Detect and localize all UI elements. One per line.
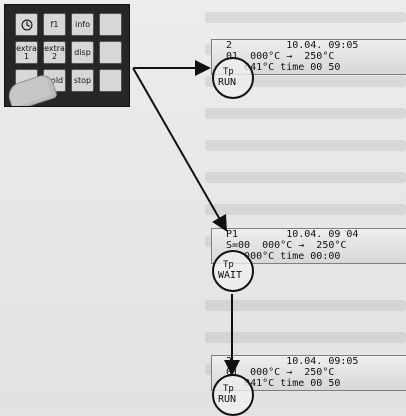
status-top-label: Tp (223, 67, 234, 77)
status-circle-run-final: Tp RUN (212, 374, 254, 416)
status-top-label: Tp (223, 384, 234, 394)
status-circle-run: Tp RUN (212, 57, 254, 99)
status-circle-wait: Tp WAIT (212, 250, 254, 292)
arrow-to-wait-display (133, 68, 226, 230)
status-label: RUN (218, 77, 236, 88)
status-label: WAIT (218, 270, 242, 281)
status-top-label: Tp (223, 260, 234, 270)
status-label: RUN (218, 394, 236, 405)
